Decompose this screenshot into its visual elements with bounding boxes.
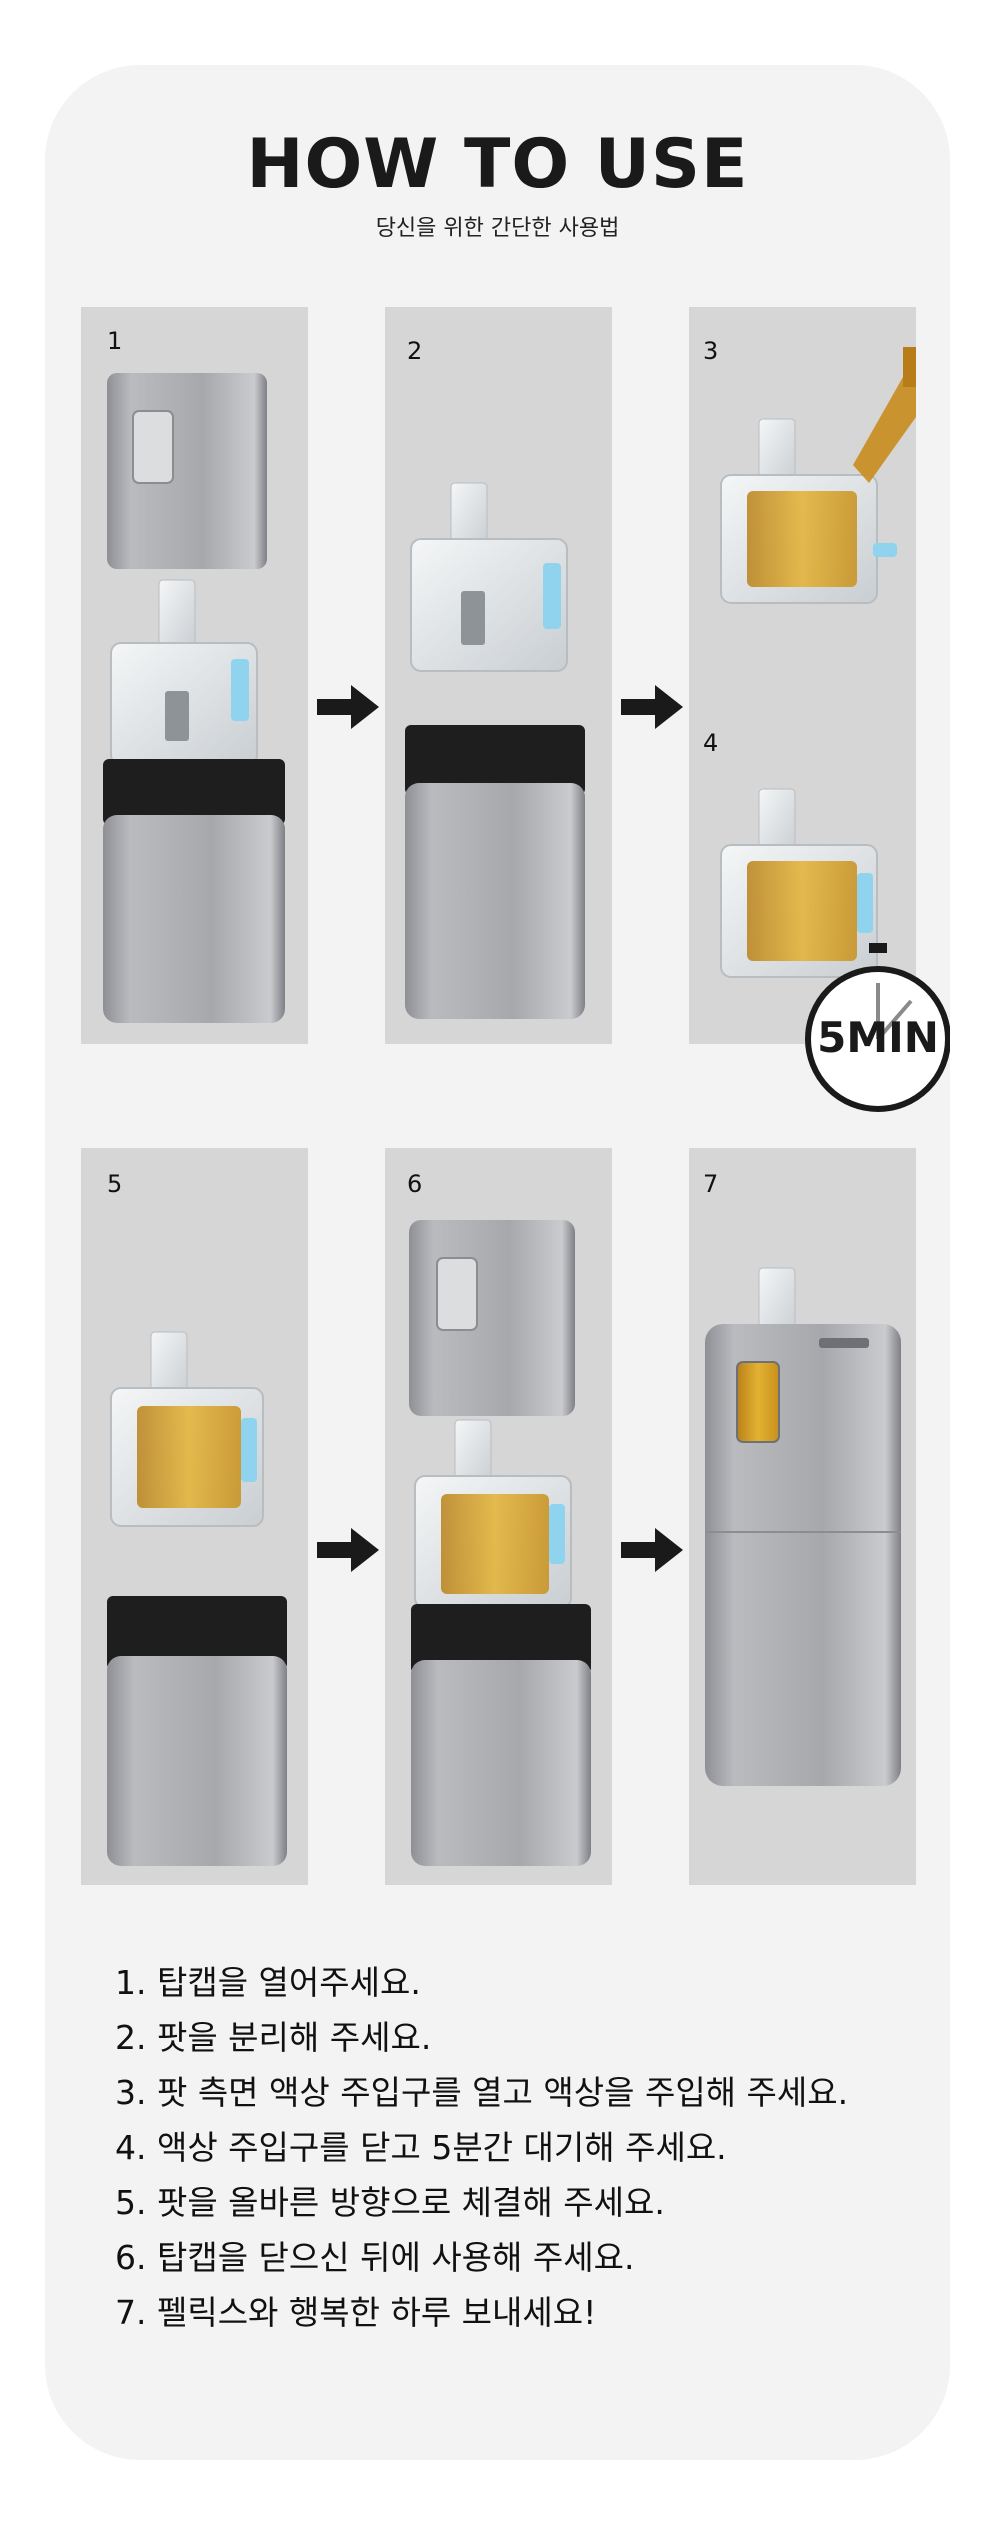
device-illustration	[405, 482, 585, 1019]
pod-illustration	[720, 347, 916, 978]
step-panel-5: 5	[81, 1148, 308, 1885]
instruction-list: 1. 탑캡을 열어주세요. 2. 팟을 분리해 주세요. 3. 팟 측면 액상 …	[115, 1955, 915, 2340]
page-subtitle: 당신을 위한 간단한 사용법	[375, 216, 620, 241]
arrow-right-icon	[621, 1528, 683, 1572]
step-number: 1	[107, 327, 123, 355]
device-illustration	[409, 1220, 591, 1866]
step-panel-3-4: 3 4	[689, 307, 916, 1044]
step-number: 7	[703, 1170, 719, 1198]
step-number: 6	[407, 1170, 423, 1198]
step-panel-6: 6	[385, 1148, 612, 1885]
arrow-right-icon	[621, 685, 683, 729]
arrow-right-icon	[317, 1528, 379, 1572]
step-number: 4	[703, 729, 719, 757]
list-item: 4. 액상 주입구를 닫고 5분간 대기해 주세요.	[115, 2128, 727, 2167]
step-number: 5	[107, 1170, 123, 1198]
list-item: 3. 팟 측면 액상 주입구를 열고 액상을 주입해 주세요.	[115, 2073, 849, 2112]
stopwatch-icon: 5MIN	[803, 939, 950, 1119]
step-number: 3	[703, 337, 719, 365]
step-panel-2: 2	[385, 307, 612, 1044]
page-title: HOW TO USE	[246, 125, 749, 204]
step-panel-7: 7	[689, 1148, 916, 1885]
step-number: 2	[407, 337, 423, 365]
list-item: 7. 펠릭스와 행복한 하루 보내세요!	[115, 2293, 597, 2332]
device-illustration	[107, 1331, 287, 1866]
device-illustration	[705, 1267, 901, 1786]
device-illustration	[103, 373, 285, 1023]
list-item: 5. 팟을 올바른 방향으로 체결해 주세요.	[115, 2183, 665, 2222]
list-item: 2. 팟을 분리해 주세요.	[115, 2018, 432, 2057]
step-panel-1: 1	[81, 307, 308, 1044]
how-to-use-card: HOW TO USE 당신을 위한 간단한 사용법 1 2	[45, 65, 950, 2460]
list-item: 1. 탑캡을 열어주세요.	[115, 1963, 421, 2002]
timer-label: 5MIN	[817, 1013, 939, 1062]
list-item: 6. 탑캡을 닫으신 뒤에 사용해 주세요.	[115, 2238, 635, 2277]
arrow-right-icon	[317, 685, 379, 729]
